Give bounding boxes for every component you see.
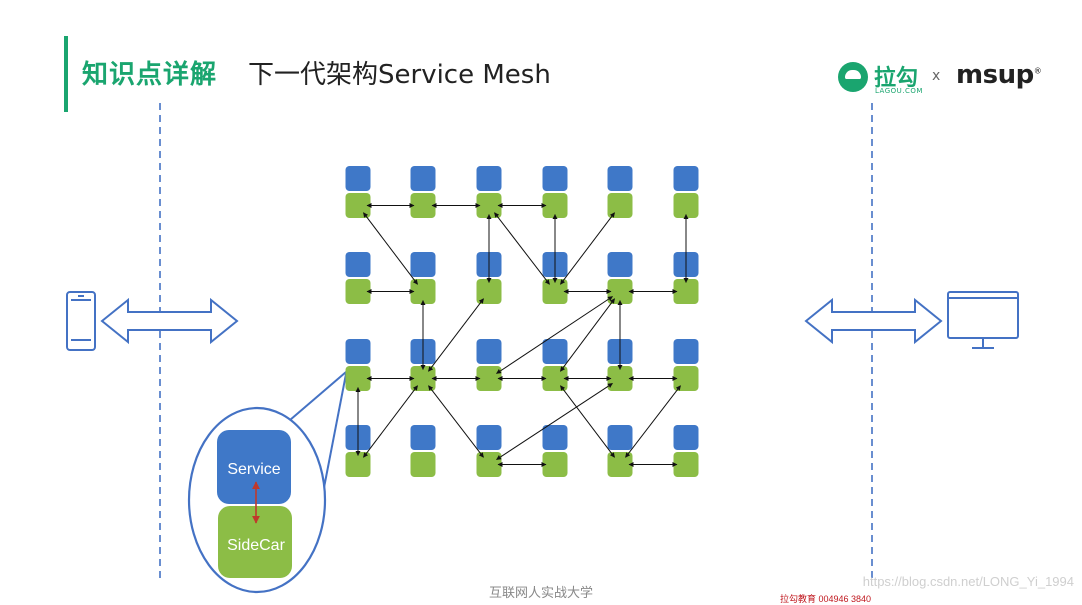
logo-separator: x	[932, 68, 941, 84]
sidecar-box	[345, 452, 371, 477]
sidecar-box	[345, 193, 371, 218]
sidecar-box	[410, 279, 436, 304]
service-box	[673, 339, 699, 364]
mesh-node	[542, 425, 568, 477]
sidecar-box	[476, 452, 502, 477]
section-title: 知识点详解	[82, 60, 218, 90]
mesh-node	[345, 339, 371, 391]
mesh-node	[410, 425, 436, 477]
watermark-stamp: 拉勾教育 004946 3840	[780, 594, 872, 604]
left-double-arrow	[100, 297, 239, 345]
service-box	[542, 425, 568, 450]
msup-logo-text: msup	[956, 60, 1034, 90]
service-box	[410, 425, 436, 450]
sidecar-box	[476, 279, 502, 304]
mesh-link	[560, 385, 615, 458]
mesh-node	[410, 252, 436, 304]
service-box	[345, 339, 371, 364]
lagou-logo-subtext: LAGOU.COM	[875, 87, 923, 95]
mesh-link	[428, 385, 484, 458]
service-box	[345, 252, 371, 277]
zoom-callout-line	[289, 371, 347, 421]
mesh-node	[673, 166, 699, 218]
service-box	[476, 339, 502, 364]
logo-group: 拉勾 LAGOU.COM x msup®	[838, 60, 1048, 100]
monitor-icon	[947, 291, 1019, 349]
sidecar-box	[542, 193, 568, 218]
service-box	[476, 425, 502, 450]
sidecar-box	[542, 366, 568, 391]
zoom-sidecar-box	[218, 506, 292, 578]
watermark-url: https://blog.csdn.net/LONG_Yi_1994	[862, 574, 1074, 589]
mesh-node	[345, 166, 371, 218]
service-box	[410, 252, 436, 277]
right-double-arrow	[804, 297, 943, 345]
mesh-node	[673, 425, 699, 477]
sidecar-box	[673, 279, 699, 304]
phone-icon	[66, 291, 96, 351]
mesh-link	[625, 385, 681, 458]
lagou-logo-text: 拉勾	[874, 66, 919, 91]
mesh-node	[607, 252, 633, 304]
mesh-edges	[355, 203, 689, 467]
accent-bar	[64, 36, 68, 112]
service-box	[542, 166, 568, 191]
sidecar-box	[673, 193, 699, 218]
mesh-node	[607, 425, 633, 477]
sidecar-box	[607, 193, 633, 218]
footer-text: 互联网人实战大学	[488, 586, 593, 601]
zoom-sidecar-label: SideCar	[227, 537, 285, 554]
sidecar-box	[410, 452, 436, 477]
service-box	[673, 425, 699, 450]
service-box	[476, 166, 502, 191]
mesh-node	[345, 252, 371, 304]
sidecar-box	[410, 193, 436, 218]
sidecar-box	[607, 452, 633, 477]
mesh-node	[476, 425, 502, 477]
mesh-link	[560, 212, 615, 285]
sidecar-box	[345, 366, 371, 391]
service-box	[607, 425, 633, 450]
service-box	[607, 252, 633, 277]
sidecar-box	[476, 366, 502, 391]
mesh-node	[410, 166, 436, 218]
mesh-node	[542, 166, 568, 218]
mesh-link	[494, 212, 550, 285]
mesh-node	[542, 339, 568, 391]
sidecar-box	[607, 366, 633, 391]
mesh-link	[559, 298, 616, 372]
mesh-link	[363, 385, 418, 458]
mesh-node	[476, 339, 502, 391]
sidecar-box	[542, 452, 568, 477]
mesh-nodes	[345, 166, 699, 477]
service-box	[673, 166, 699, 191]
zoom-callout-line	[321, 373, 347, 499]
service-box	[607, 166, 633, 191]
service-box	[410, 166, 436, 191]
page-title: 下一代架构Service Mesh	[248, 60, 551, 90]
mesh-link	[428, 298, 484, 372]
zoom-service-label: Service	[227, 461, 280, 478]
mesh-link	[363, 212, 418, 285]
sidecar-box	[542, 279, 568, 304]
service-box	[542, 339, 568, 364]
mesh-node	[476, 166, 502, 218]
sidecar-box	[410, 366, 436, 391]
sidecar-box	[673, 452, 699, 477]
sidecar-box	[607, 279, 633, 304]
msup-registered-mark: ®	[1033, 66, 1042, 76]
service-box	[345, 166, 371, 191]
zoom-service-box	[217, 430, 291, 504]
sidecar-box	[345, 279, 371, 304]
msup-logo: msup®	[956, 60, 1042, 90]
mesh-node	[673, 339, 699, 391]
sidecar-box	[476, 193, 502, 218]
lagou-logo-icon	[838, 62, 868, 92]
mesh-node	[607, 166, 633, 218]
sidecar-box	[673, 366, 699, 391]
